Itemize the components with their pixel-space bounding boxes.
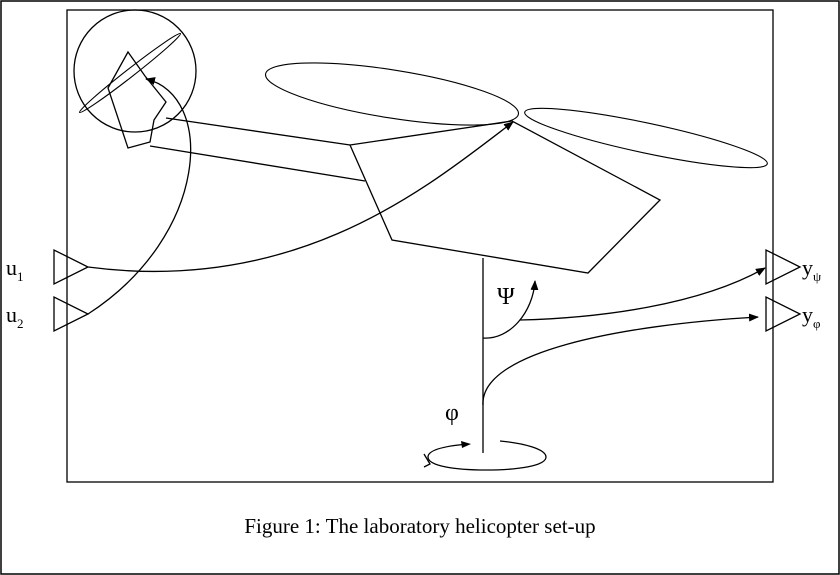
phi-angle-label: φ bbox=[445, 400, 459, 426]
phi-rotation-arrowhead bbox=[461, 441, 471, 448]
output-label-y-phi: yφ bbox=[802, 302, 821, 331]
tail-boom-upper bbox=[165, 117, 351, 146]
input-port-u1 bbox=[53, 248, 90, 286]
main-rotor-blade-right bbox=[524, 107, 768, 169]
tail-boom-lower bbox=[149, 145, 366, 182]
output-label-y-psi: yψ bbox=[802, 255, 821, 284]
main-rotor-blade-left bbox=[264, 62, 520, 126]
output-port-y-psi bbox=[765, 248, 802, 286]
input-label-u1: u1 bbox=[6, 255, 24, 284]
output-port-y-phi bbox=[765, 295, 802, 333]
phi-rotation-arrow bbox=[427, 440, 547, 471]
tail-rotor-blade bbox=[78, 32, 182, 114]
tail-fin bbox=[107, 50, 167, 149]
signal-u2-to-tail-rotor bbox=[87, 77, 192, 315]
helicopter-body bbox=[349, 120, 662, 274]
psi-angle-arc bbox=[482, 280, 539, 339]
signal-u1-to-main-rotor bbox=[87, 121, 514, 272]
input-label-u2: u2 bbox=[6, 302, 24, 331]
tail-rotor-circle bbox=[73, 9, 197, 133]
psi-angle-label: Ψ bbox=[497, 284, 515, 310]
system-box bbox=[66, 9, 774, 483]
figure-caption: Figure 1: The laboratory helicopter set-… bbox=[244, 514, 595, 538]
phi-rotation-arrow-tip bbox=[423, 453, 431, 468]
input-port-u2 bbox=[53, 295, 90, 333]
signal-psi-to-output bbox=[519, 267, 766, 321]
signal-phi-to-output bbox=[482, 313, 759, 406]
